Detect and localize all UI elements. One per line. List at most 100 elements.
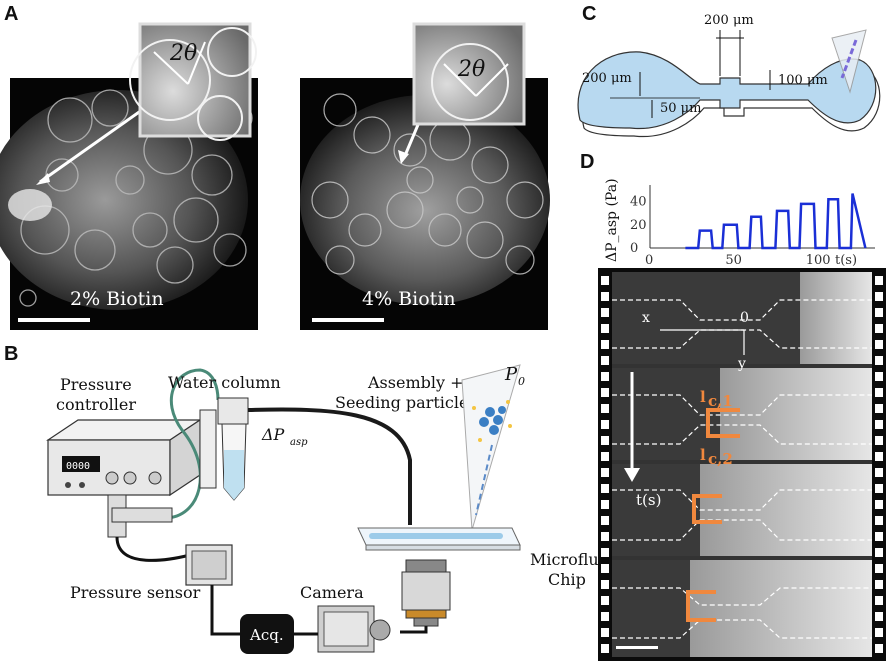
film-sprocket [875,548,883,557]
film-sprocket [601,468,609,477]
microfluidic-chip-b [357,527,521,551]
lc2-label: l [700,446,706,464]
film-sprocket [601,420,609,429]
p0-label: P [504,364,518,385]
panel-c-letter: C [582,3,596,25]
film-sprocket [875,516,883,525]
film-sprocket [875,404,883,413]
pressure-sensor-label: Pressure sensor [70,583,201,602]
film-sprocket [601,516,609,525]
panel-d-letter: D [580,151,594,173]
microfluidic-label-line2: Chip [548,570,586,589]
x-tick-label: 0 [645,253,653,268]
film-frame-2 [612,368,872,460]
time-axis-label: t(s) [636,491,661,509]
film-frame-4 [612,560,872,657]
angle-label-left: 2θ [169,41,197,66]
angle-label-right: 2θ [457,57,485,82]
water-column [199,397,249,501]
film-sprocket [601,340,609,349]
lc1-label: l [700,388,706,406]
axis-y-label: y [737,356,746,372]
axis-x-label: x [642,310,650,326]
film-sprocket [875,628,883,637]
dim-100um-right: 100 μm [778,73,828,88]
plot-ylabel: ΔP_asp (Pa) [604,178,620,262]
y-tick-label: 40 [630,195,647,210]
film-sprocket [601,644,609,653]
film-sprocket [601,532,609,541]
x-tick-label: 50 [725,253,742,268]
acq-label: Acq. [249,626,284,644]
film-frame-3 [612,464,872,556]
film-sprocket [601,324,609,333]
dim-200um-left: 200 μm [582,71,632,86]
water-column-label: Water column [168,373,281,392]
lc2-subscript: c,2 [708,450,733,468]
assembly-label-line1: Assembly + [367,373,464,392]
film-sprocket [601,612,609,621]
film-sprocket [601,372,609,381]
film-sprocket [875,356,883,365]
film-sprocket [875,452,883,461]
film-sprocket [601,436,609,445]
film-frame-1 [612,272,872,364]
film-strip [598,268,886,661]
acq-box: Acq. [240,614,294,654]
scale-bar-a-right [312,318,384,322]
film-sprocket [875,644,883,653]
dim-200um-top: 200 μm [704,13,754,28]
label-2-percent-biotin: 2% Biotin [70,288,164,310]
film-sprocket [875,372,883,381]
inset-right: 2θ [398,22,526,164]
delta-p-subscript: asp [290,437,308,448]
film-sprocket [875,340,883,349]
y-tick-label: 0 [630,241,638,256]
film-sprocket [875,596,883,605]
y-tick-label: 20 [630,218,647,233]
panel-b-letter: B [4,343,18,365]
film-sprocket [875,308,883,317]
pressure-sensor [185,544,233,586]
panel-a-letter: A [4,3,18,25]
film-sprocket [875,612,883,621]
inset-left: 2θ [36,22,257,185]
film-sprocket [875,436,883,445]
film-sprocket [601,292,609,301]
p0-subscript: 0 [518,375,525,388]
pressure-controller-label-line2: controller [56,395,136,414]
pressure-trace [685,193,867,250]
film-sprocket [601,484,609,493]
controller-display: 0000 [66,461,90,472]
film-sprocket [875,276,883,285]
film-sprocket [875,468,883,477]
film-sprocket [875,388,883,397]
film-sprocket [601,404,609,413]
film-sprocket [601,500,609,509]
camera-label: Camera [300,583,364,602]
film-sprocket [601,308,609,317]
film-sprocket [875,484,883,493]
film-sprocket [601,596,609,605]
lc1-subscript: c,1 [708,392,733,410]
film-sprocket [875,500,883,509]
film-sprocket [875,324,883,333]
microfluidic-chip-schematic [577,29,881,138]
film-sprocket [601,452,609,461]
pressure-controller-label-line1: Pressure [60,375,132,394]
film-sprocket [601,548,609,557]
film-sprocket [601,580,609,589]
film-sprocket [601,628,609,637]
pressure-controller: 0000 [46,418,202,497]
dim-50um-bottom: 50 μm [660,101,701,116]
film-sprocket [875,580,883,589]
film-sprocket [601,356,609,365]
scale-bar-a-left [18,318,90,322]
film-sprocket [601,276,609,285]
camera [317,605,391,653]
plot-xlabel: t(s) [835,253,857,268]
assembly-label-line2: Seeding particles [335,393,477,412]
pipette-tip [461,364,521,531]
